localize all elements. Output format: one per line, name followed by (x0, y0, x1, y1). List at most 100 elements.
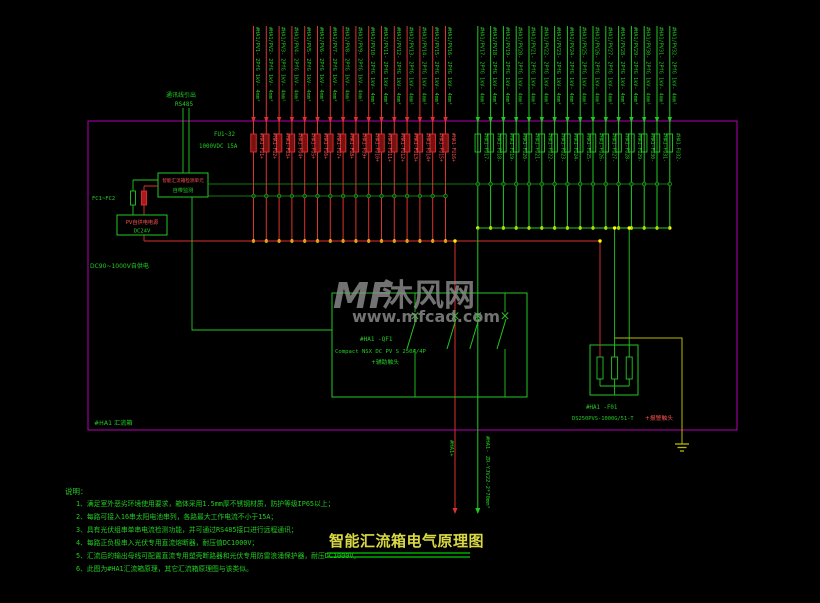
pv-cable-label: #HA1/PV21- 2PfG 1kV- 4mm² (530, 27, 536, 105)
spd-name: #HA1 -F01 (586, 405, 618, 411)
fuse-label: #HA1-FU20- (521, 133, 527, 162)
string-fuse (327, 133, 334, 153)
string-fuse (653, 133, 661, 153)
entry-arrow (289, 117, 295, 123)
pole-blade (446, 318, 457, 350)
string-fuse (538, 133, 545, 153)
fuse-label: #HA1-FU26- (598, 133, 604, 162)
pv-cable-label: #HA1/PV32- 2PfG 1kV- 4mm² (670, 27, 676, 105)
spd-elements (596, 356, 633, 395)
fuse-label: #HA1-FU16+ (450, 133, 456, 162)
string-fuse (403, 133, 411, 153)
note-item: 6、此图为#HA1汇流箱原理，其它汇流箱原理图与该类似。 (76, 564, 253, 573)
pv-cable-label: #HA1/PV23- 2PfG 1kV- 4mm² (555, 27, 561, 105)
string-fuse (615, 133, 622, 153)
fuse-label: #HA1-FU22- (547, 133, 553, 162)
junction-dot (453, 239, 457, 243)
fuse-label: #HA1-FU4+ (297, 133, 303, 159)
notes-list: 1、满足室外恶劣环境使用要求，箱体采用1.5mm厚不锈钢材质，防护等级IP65以… (76, 499, 360, 573)
entry-arrow (539, 117, 544, 123)
breaker-box (331, 292, 528, 398)
combiner-box-name: #HA1 汇流箱 (94, 419, 133, 427)
entry-arrow (565, 117, 570, 123)
string-fuse (275, 133, 283, 153)
pole-terminal-x (451, 312, 459, 320)
note-item: 4、每路正负极串入光伏专用直流熔断器，耐压值DC1000V； (76, 538, 258, 547)
spd-varistor (596, 356, 604, 380)
fuse-label: #HA1-FU31- (662, 133, 668, 162)
pv-cable-label: #HA1/PV16- 2PfG 1kV- 4mm² (446, 27, 452, 105)
entry-arrow (379, 117, 384, 123)
drawing-title: 智能汇流箱电气原理图 (329, 532, 484, 550)
pv-cable-label: #HA1/PV9- 2PfG 1kV- 4mm² (356, 27, 362, 102)
supply-fuse-label: FC1~FC2 (92, 196, 115, 202)
pv-cable-label: #HA1/PV3- 2PfG 1kV- 4mm² (280, 27, 286, 102)
fuse-label: #HA1-FU13+ (412, 133, 418, 162)
entry-arrow (603, 117, 608, 123)
supply-fuse-1 (130, 190, 136, 206)
watermark-logo: MF (333, 276, 394, 317)
pv-cable-label: #HA1/PV28- 2PfG 1kV- 4mm² (619, 27, 625, 105)
fuse-label: #HA1-FU9+ (361, 133, 367, 159)
ground-symbol (675, 443, 689, 452)
fuse-label: #HA1-FU7+ (335, 133, 341, 159)
pv-cable-label: #HA1/PV5- 2PfG 1kV- 4mm² (305, 27, 311, 102)
supply-range-note: DC90~1000V自供电 (90, 262, 149, 270)
comm-exit-label: 通讯线引出 (166, 91, 196, 99)
earth-conductor (614, 337, 683, 444)
supply-box-title: PV自供电电源 (126, 218, 159, 226)
pv-string-lines-positive (250, 26, 449, 243)
supply-box-voltage: DC24V (134, 229, 151, 235)
string-fuse (589, 133, 597, 153)
fuse-label: #HA1-FU32- (675, 133, 681, 162)
breaker-poles (406, 293, 509, 397)
monitor-unit-box (157, 172, 209, 198)
pv-cable-labels-right: #HA1/PV17- 2PfG 1kV- 4mm²#HA1/PV18- 2PfG… (478, 27, 676, 105)
pv-cable-label: #HA1/PV4- 2PfG 1kV- 4mm² (292, 27, 298, 102)
pv-cable-label: #HA1/PV18- 2PfG 1kV- 4mm² (491, 27, 497, 105)
fuse-label: #HA1-FU27- (611, 133, 617, 162)
junction-dot (598, 239, 602, 243)
fuse-label: #HA1-FU10+ (373, 133, 379, 162)
string-fuse (378, 133, 385, 153)
fuse-label: #HA1-FU14+ (425, 133, 431, 162)
string-fuse (250, 133, 257, 153)
pv-cable-label: #HA1/PV6- 2PfG 1kV- 4mm² (318, 27, 324, 102)
positive-output-arrow (452, 508, 458, 514)
entry-arrow (430, 117, 435, 123)
string-fuse (263, 133, 270, 153)
entry-arrow (654, 117, 660, 123)
spd-aux-label: +报警触头 (645, 414, 673, 422)
entry-arrow (526, 117, 532, 123)
fuse-label: #HA1-FU3+ (284, 133, 290, 159)
pole-terminal-x (474, 312, 482, 320)
supply-fuse-2 (141, 190, 147, 206)
fuse-bank-range-label: FU1~32 (214, 132, 235, 138)
string-fuse (474, 133, 481, 153)
entry-arrow (475, 117, 480, 123)
fuse-label: #HA1-FU24- (572, 133, 578, 162)
supply-wire-red (143, 185, 158, 241)
fuse-label: #HA1-FU8+ (348, 133, 354, 159)
pv-cable-label: #HA1/PV2- 2PfG 1kV- 4mm² (267, 27, 273, 102)
pv-string-lines-negative (474, 26, 673, 230)
entry-arrow (315, 117, 320, 123)
watermark: MF 沐风网 www.mfcad.com (333, 276, 500, 326)
fuse-label: #HA1-FU15+ (437, 133, 443, 162)
string-fuse (391, 133, 398, 153)
pv-cable-label: #HA1/PV27- 2PfG 1kV- 4mm² (606, 27, 612, 105)
string-fuse (564, 133, 571, 153)
pole-blade (469, 318, 480, 350)
pole-terminal-x (411, 312, 419, 320)
fuse-label: #HA1-FU28- (623, 133, 629, 162)
pole-blade (406, 318, 417, 350)
entry-arrow (629, 117, 634, 123)
pv-cable-label: #HA1/PV24- 2PfG 1kV- 4mm² (568, 27, 574, 105)
entry-arrow (340, 117, 346, 123)
supply-wire-green (132, 179, 158, 215)
fuse-label: #HA1-FU17- (483, 133, 489, 162)
pv-cable-label: #HA1/PV10- 2PfG 1kV- 4mm² (369, 27, 375, 105)
monitor-breaker-link (191, 197, 332, 331)
string-fuse (500, 133, 507, 153)
supply-box (116, 214, 168, 236)
